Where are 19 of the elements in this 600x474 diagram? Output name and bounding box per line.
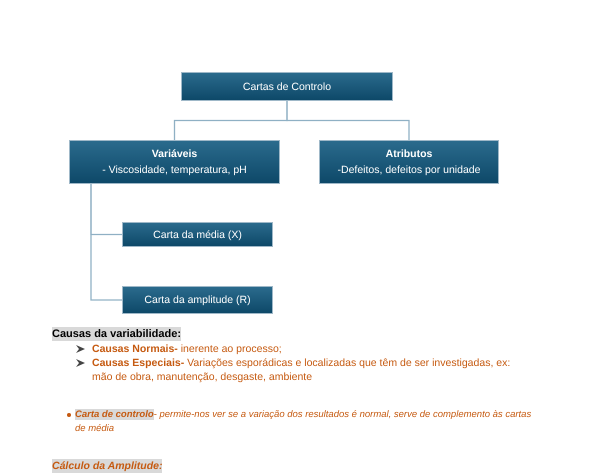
- chart-box: [122, 222, 273, 247]
- box-text: -Defeitos, defeitos por unidade: [337, 163, 480, 178]
- list-item-text: Causas Normais- inerente ao processo;: [92, 342, 283, 356]
- chart-box: [319, 140, 499, 184]
- box-heading: Variáveis: [152, 147, 198, 162]
- box-text: Cartas de Controlo: [242, 80, 332, 94]
- box-text: Carta da média (X): [153, 228, 242, 242]
- section-heading: Causas da variabilidade:: [52, 327, 181, 341]
- section-heading: Cálculo da Amplitude:: [52, 459, 162, 473]
- connector-line: [90, 184, 122, 301]
- chart-box: [69, 140, 280, 184]
- note-text: Carta de controlo- permite-nos ver se a variação dos resultados é normal, serve de complemento às cartas de média: [75, 408, 532, 436]
- box-heading: Atributos: [386, 147, 432, 162]
- list-item-text: Causas Especiais- Variações esporádicas e localizadas que têm de ser investigadas, ex: mão de obra, manutenção, desgaste, ambiente: [92, 356, 512, 384]
- box-text: Carta da amplitude (R): [144, 293, 251, 308]
- chart-box: [122, 286, 273, 314]
- chart-box: [181, 72, 393, 101]
- connector-line: [286, 101, 410, 140]
- box-text: - Viscosidade, temperatura, pH: [102, 163, 247, 178]
